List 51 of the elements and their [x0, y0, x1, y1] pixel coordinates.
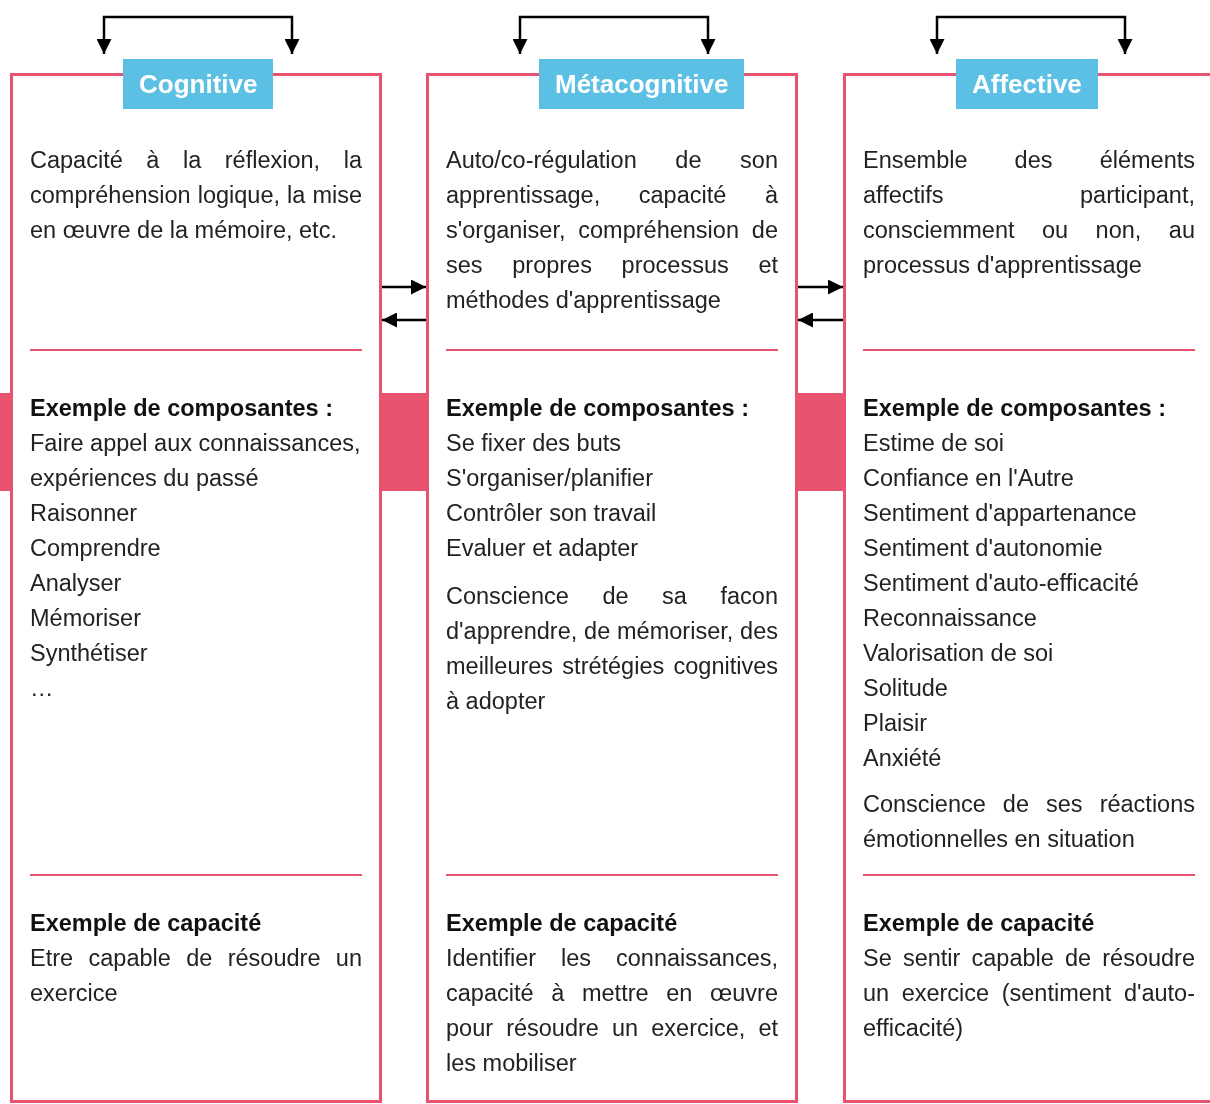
- list-item: …: [30, 674, 55, 703]
- arrow: [1031, 15, 1133, 54]
- description-text: Auto/co-régulation de son apprentissage, capacité à s'organiser, compréhension de ses propres processus et méthodes d'apprentissage: [446, 146, 778, 315]
- arrow: [512, 15, 614, 54]
- list-item: Estime de soi: [863, 429, 1006, 458]
- connector-band: [382, 393, 426, 491]
- section-heading: Exemple de capacité: [863, 909, 1096, 938]
- section-heading: Exemple de capacité: [30, 909, 263, 938]
- list-item: Solitude: [863, 674, 949, 703]
- description-text: Etre capable de résoudre un exercice: [30, 944, 362, 1008]
- category-tab: Affective: [956, 59, 1098, 109]
- arrow: [798, 312, 843, 328]
- arrow: [382, 279, 426, 295]
- arrow: [198, 15, 300, 54]
- list-item: Anxiété: [863, 744, 943, 773]
- list-item: Plaisir: [863, 709, 928, 738]
- list-item: Evaluer et adapter: [446, 534, 640, 563]
- list-item: Se fixer des buts: [446, 429, 623, 458]
- list-item: Synthétiser: [30, 639, 149, 668]
- category-tab: Cognitive: [123, 59, 274, 109]
- list-item: Contrôler son travail: [446, 499, 658, 528]
- list-item: S'organiser/planifier: [446, 464, 654, 493]
- connector-band: [0, 393, 10, 491]
- category-tab: Métacognitive: [539, 59, 745, 109]
- list-item: Confiance en l'Autre: [863, 464, 1075, 493]
- section-heading: Exemple de capacité: [446, 909, 679, 938]
- description-text: Identifier les connaissances, capacité à mettre en œuvre pour résoudre un exercice, et les mobiliser: [446, 944, 778, 1078]
- list-item: Analyser: [30, 569, 123, 598]
- arrow: [929, 15, 1031, 54]
- description-text: Conscience de sa facon d'apprendre, de mémoriser, des meilleures strétégies cognitives à adopter: [446, 582, 778, 716]
- list-item: Faire appel aux connaissances, expériences du passé: [30, 429, 362, 493]
- list-item: Reconnaissance: [863, 604, 1038, 633]
- section-heading: Exemple de composantes :: [30, 394, 334, 423]
- arrow: [798, 279, 843, 295]
- description-text: Conscience de ses réactions émotionnelles en situation: [863, 790, 1195, 854]
- list-item: Valorisation de soi: [863, 639, 1055, 668]
- arrow: [614, 15, 716, 54]
- section-heading: Exemple de composantes :: [446, 394, 750, 423]
- description-text: Se sentir capable de résoudre un exercice (sentiment d'auto-efficacité): [863, 944, 1195, 1043]
- section-heading: Exemple de composantes :: [863, 394, 1167, 423]
- list-item: Comprendre: [30, 534, 162, 563]
- arrow: [382, 312, 426, 328]
- list-item: Raisonner: [30, 499, 139, 528]
- description-text: Ensemble des éléments affectifs participant, consciemment ou non, au processus d'apprentissage: [863, 146, 1195, 280]
- list-item: Sentiment d'appartenance: [863, 499, 1138, 528]
- description-text: Capacité à la réflexion, la compréhension logique, la mise en œuvre de la mémoire, etc.: [30, 146, 362, 245]
- list-item: Mémoriser: [30, 604, 142, 633]
- connector-band: [798, 393, 843, 491]
- list-item: Sentiment d'autonomie: [863, 534, 1104, 563]
- arrow: [96, 15, 198, 54]
- list-item: Sentiment d'auto-efficacité: [863, 569, 1140, 598]
